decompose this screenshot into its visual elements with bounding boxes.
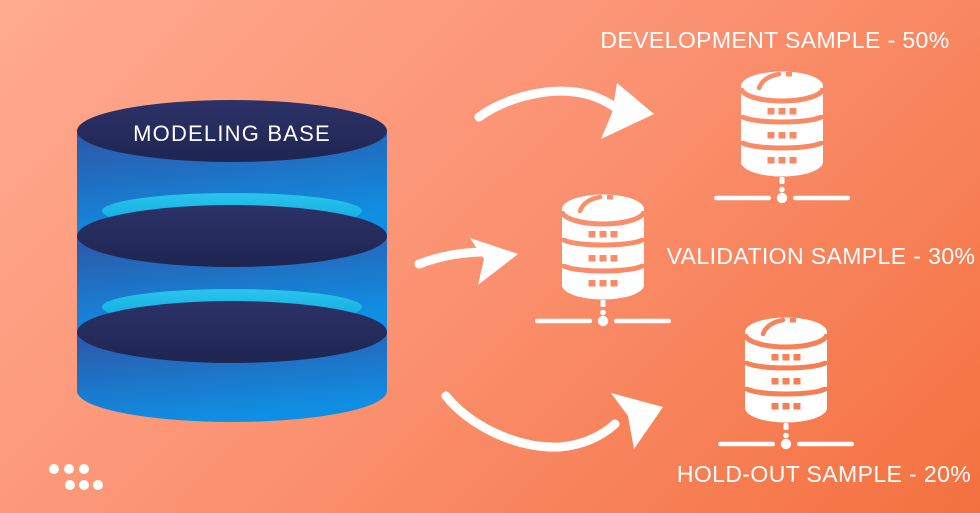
cylinder-shadow-ellipse-1	[77, 205, 387, 267]
straight-arrow-to-validation-icon	[414, 238, 518, 285]
modeling-base-label: MODELING BASE	[133, 121, 331, 146]
database-icon-development	[712, 58, 852, 206]
dots-grid-icon	[49, 464, 103, 490]
database-icon-holdout	[716, 304, 856, 452]
cylinder-shadow-ellipse-2	[77, 301, 387, 363]
modeling-base-cylinder	[77, 100, 387, 422]
curved-arrow-to-holdout-icon	[441, 391, 663, 452]
sample-label-holdout: HOLD-OUT SAMPLE - 20%	[676, 461, 972, 487]
sample-label-development: DEVELOPMENT SAMPLE - 50%	[600, 27, 950, 53]
cylinder-top-ellipse	[77, 100, 387, 162]
sample-label-validation: VALIDATION SAMPLE - 30%	[666, 243, 976, 269]
curved-arrow-to-development-icon	[474, 83, 654, 139]
